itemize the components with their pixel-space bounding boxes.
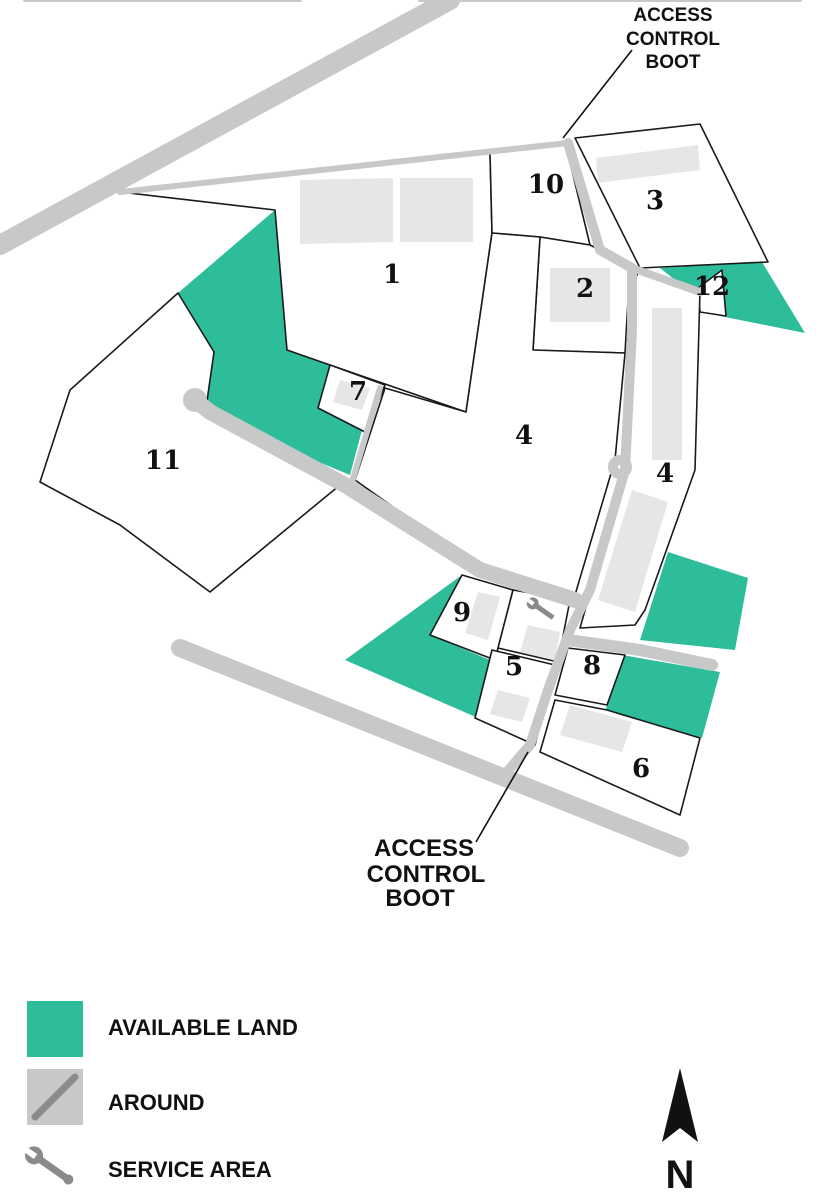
plot-6-label: 6 [632, 754, 650, 784]
building-7 [333, 380, 370, 410]
plot-5-label: 5 [505, 652, 523, 682]
callout-bottom: ACCESS CONTROL BOOT [367, 751, 529, 912]
plot-11-outline[interactable] [39, 292, 341, 593]
available-land-west [178, 210, 362, 475]
callout-top-line-3: BOOT [646, 52, 701, 73]
available-land-southwest [345, 575, 490, 718]
callout-bottom-line-1: ACCESS [374, 835, 474, 862]
road-northwest [0, 0, 460, 255]
legend: AVAILABLE LAND AROUND SERVICE AREA [24, 1001, 298, 1185]
buildings [300, 145, 700, 752]
perimeter-roads [0, 0, 802, 857]
building-4b-north [652, 308, 682, 460]
road-plot7-link [349, 385, 383, 485]
plot-labels: 1 2 3 4 4 5 6 7 8 9 10 11 12 [145, 170, 730, 784]
building-2 [550, 268, 610, 322]
callout-top-leader [562, 49, 633, 139]
plot-12-label: 12 [694, 272, 730, 302]
legend-service-area-label: SERVICE AREA [108, 1157, 272, 1182]
road-east-junction [628, 264, 704, 296]
callout-bottom-line-2: CONTROL [367, 861, 486, 888]
building-3 [596, 145, 700, 183]
building-5 [490, 690, 530, 722]
building-service [520, 625, 560, 660]
plot-11-label: 11 [145, 446, 181, 476]
callout-bottom-leader [475, 751, 529, 843]
plot-8-label: 8 [583, 651, 601, 681]
plot-4a-label: 4 [515, 421, 533, 451]
available-land-areas [178, 210, 805, 738]
plot-1-label: 1 [383, 260, 401, 290]
building-1b [400, 178, 473, 242]
road-north-perimeter [117, 140, 571, 195]
plot-3-label: 3 [646, 186, 664, 216]
callout-bottom-line-3: BOOT [385, 885, 455, 912]
callout-top-line-1: ACCESS [633, 5, 712, 26]
north-label: N [666, 1153, 695, 1197]
available-land-southeast [640, 552, 748, 650]
road-southwest [171, 639, 689, 857]
building-1a [300, 178, 393, 244]
available-land-east [660, 262, 805, 333]
legend-available-land-label: AVAILABLE LAND [108, 1015, 298, 1040]
wrench-icon [525, 597, 555, 620]
legend-available-land-swatch [27, 1001, 83, 1057]
internal-roads [117, 138, 718, 785]
building-9 [465, 592, 500, 640]
building-6 [560, 705, 632, 752]
plot-9-label: 9 [453, 598, 471, 628]
plot-8-outline[interactable] [554, 647, 626, 706]
road-central-west [187, 392, 583, 608]
plot-7-label: 7 [349, 377, 367, 407]
callout-top: ACCESS CONTROL BOOT [562, 5, 720, 139]
road-east-spur [562, 634, 718, 671]
legend-wrench-icon [24, 1146, 74, 1185]
legend-around-label: AROUND [108, 1090, 205, 1115]
legend-around-stripe [31, 1073, 79, 1121]
road-spine-north [495, 138, 637, 785]
callout-top-line-2: CONTROL [626, 29, 720, 50]
plot-10-label: 10 [528, 170, 564, 200]
plot-2-label: 2 [576, 274, 594, 304]
road-roundabout [608, 455, 632, 479]
north-arrow-shape [662, 1068, 698, 1142]
road-cul-de-sac [183, 388, 207, 412]
plot-4b-label: 4 [656, 459, 674, 489]
north-arrow-icon: N [662, 1068, 698, 1197]
building-4b-south [598, 490, 668, 612]
